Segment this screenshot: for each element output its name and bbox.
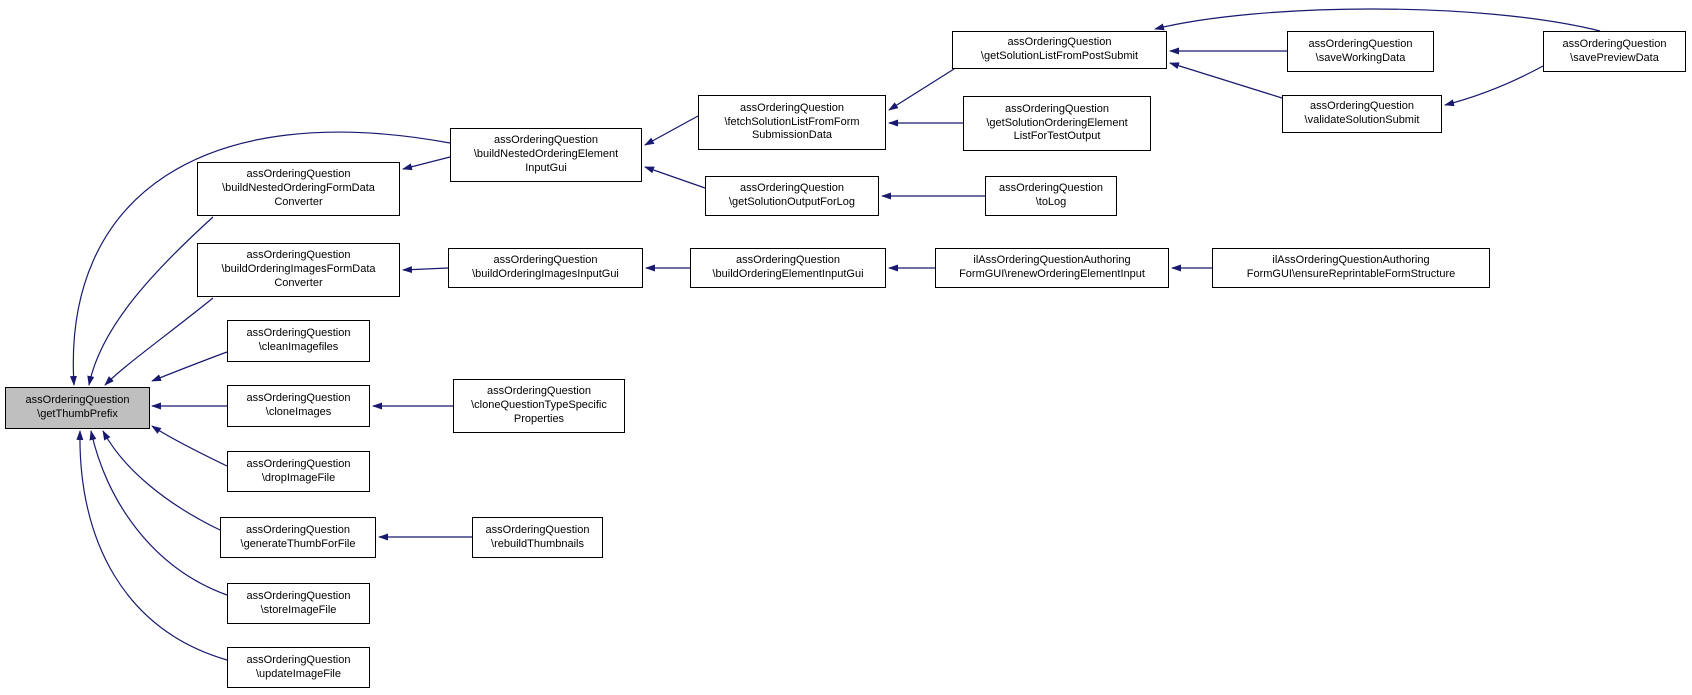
graph-node-storeImageFile[interactable]: assOrderingQuestion \storeImageFile [227, 583, 370, 624]
graph-node-savePreviewData[interactable]: assOrderingQuestion \savePreviewData [1543, 31, 1686, 72]
graph-node-dropImageFile[interactable]: assOrderingQuestion \dropImageFile [227, 451, 370, 492]
graph-node-label: assOrderingQuestion \getSolutionOrdering… [986, 102, 1128, 143]
graph-node-label: assOrderingQuestion \buildOrderingImages… [472, 254, 619, 280]
graph-node-label: assOrderingQuestion \updateImageFile [246, 653, 351, 680]
graph-node-label: assOrderingQuestion \storeImageFile [246, 589, 351, 616]
graph-node-label: ilAssOrderingQuestionAuthoring FormGUI\e… [1246, 254, 1456, 280]
graph-node-label: assOrderingQuestion \dropImageFile [246, 457, 351, 484]
graph-node-rebuildThumbnails[interactable]: assOrderingQuestion \rebuildThumbnails [472, 517, 603, 558]
graph-node-buildOrderingImagesInputGui[interactable]: assOrderingQuestion \buildOrderingImages… [448, 248, 643, 288]
edge-generateThumbForFile-to-getThumbPrefix [102, 430, 221, 531]
graph-node-label: assOrderingQuestion \getSolutionOutputFo… [729, 182, 855, 208]
graph-node-label: assOrderingQuestion \getThumbPrefix [25, 394, 130, 420]
graph-node-cloneImages[interactable]: assOrderingQuestion \cloneImages [227, 385, 370, 427]
graph-node-label: assOrderingQuestion \cleanImagefiles [246, 327, 351, 353]
edge-buildOrderingImagesFormDataConverter-to-getThumbPrefix [104, 297, 214, 386]
edge-storeImageFile-to-getThumbPrefix [89, 430, 228, 596]
graph-node-label: assOrderingQuestion \buildOrderingElemen… [712, 254, 864, 280]
graph-node-getThumbPrefix[interactable]: assOrderingQuestion \getThumbPrefix [5, 387, 150, 429]
graph-node-buildOrderingElementInputGui[interactable]: assOrderingQuestion \buildOrderingElemen… [690, 248, 886, 288]
edge-buildOrderingImagesInputGui-to-buildOrderingImagesFormDataConverter [402, 266, 449, 274]
graph-node-label: assOrderingQuestion \cloneQuestionTypeSp… [471, 385, 607, 425]
graph-node-getSolutionListFromPostSubmit[interactable]: assOrderingQuestion \getSolutionListFrom… [952, 31, 1167, 69]
edge-buildNestedOrderingElementInputGui-to-getThumbPrefix [69, 131, 451, 386]
graph-node-label: assOrderingQuestion \savePreviewData [1562, 37, 1667, 64]
graph-node-label: assOrderingQuestion \fetchSolutionListFr… [724, 101, 860, 142]
graph-node-label: assOrderingQuestion \rebuildThumbnails [485, 523, 590, 550]
edge-fetchSolutionListFromFormSubmissionData-to-buildNestedOrderingElementInputGui [644, 115, 699, 146]
edge-getSolutionOutputForLog-to-buildNestedOrderingElementInputGui [644, 166, 706, 189]
graph-node-saveWorkingData[interactable]: assOrderingQuestion \saveWorkingData [1287, 31, 1434, 72]
graph-node-generateThumbForFile[interactable]: assOrderingQuestion \generateThumbForFil… [220, 517, 376, 558]
graph-node-ensureReprintableFormStructure[interactable]: ilAssOrderingQuestionAuthoring FormGUI\e… [1212, 248, 1490, 288]
edge-cleanImagefiles-to-getThumbPrefix [151, 351, 228, 382]
graph-node-label: assOrderingQuestion \buildNestedOrdering… [222, 168, 375, 208]
graph-node-label: assOrderingQuestion \generateThumbForFil… [240, 523, 356, 550]
graph-node-cleanImagefiles[interactable]: assOrderingQuestion \cleanImagefiles [227, 320, 370, 362]
graph-node-renewOrderingElementInput[interactable]: ilAssOrderingQuestionAuthoring FormGUI\r… [935, 248, 1169, 288]
graph-node-getSolutionOutputForLog[interactable]: assOrderingQuestion \getSolutionOutputFo… [705, 176, 879, 216]
edge-savePreviewData-to-getSolutionListFromPostSubmit [1154, 8, 1601, 32]
edge-validateSolutionSubmit-to-getSolutionListFromPostSubmit [1169, 62, 1283, 99]
graph-node-label: assOrderingQuestion \buildOrderingImages… [221, 249, 376, 289]
graph-node-label: assOrderingQuestion \getSolutionListFrom… [980, 36, 1139, 62]
graph-node-label: assOrderingQuestion \saveWorkingData [1308, 37, 1413, 64]
edge-dropImageFile-to-getThumbPrefix [151, 425, 228, 467]
graph-node-cloneQuestionTypeSpecificProperties[interactable]: assOrderingQuestion \cloneQuestionTypeSp… [453, 379, 625, 433]
graph-node-label: assOrderingQuestion \cloneImages [246, 392, 351, 418]
graph-node-buildNestedOrderingFormDataConverter[interactable]: assOrderingQuestion \buildNestedOrdering… [197, 162, 400, 216]
graph-node-buildOrderingImagesFormDataConverter[interactable]: assOrderingQuestion \buildOrderingImages… [197, 243, 400, 297]
edge-getSolutionListFromPostSubmit-to-fetchSolutionListFromFormSubmissionData [888, 68, 955, 111]
graph-node-updateImageFile[interactable]: assOrderingQuestion \updateImageFile [227, 647, 370, 688]
edge-savePreviewData-to-validateSolutionSubmit [1444, 65, 1544, 107]
edge-updateImageFile-to-getThumbPrefix [76, 430, 228, 661]
edge-buildNestedOrderingElementInputGui-to-buildNestedOrderingFormDataConverter [402, 156, 451, 171]
graph-node-label: assOrderingQuestion \validateSolutionSub… [1304, 100, 1420, 126]
graph-node-validateSolutionSubmit[interactable]: assOrderingQuestion \validateSolutionSub… [1282, 95, 1442, 133]
graph-node-fetchSolutionListFromFormSubmissionData[interactable]: assOrderingQuestion \fetchSolutionListFr… [698, 95, 886, 150]
graph-node-label: assOrderingQuestion \toLog [999, 182, 1103, 208]
graph-node-toLog[interactable]: assOrderingQuestion \toLog [985, 176, 1117, 216]
graph-node-getSolutionOrderingElementListForTestOutput[interactable]: assOrderingQuestion \getSolutionOrdering… [963, 96, 1151, 151]
graph-node-label: assOrderingQuestion \buildNestedOrdering… [473, 134, 619, 174]
graph-node-buildNestedOrderingElementInputGui[interactable]: assOrderingQuestion \buildNestedOrdering… [450, 128, 642, 182]
edge-buildNestedOrderingFormDataConverter-to-getThumbPrefix [87, 216, 214, 386]
graph-node-label: ilAssOrderingQuestionAuthoring FormGUI\r… [959, 254, 1145, 280]
